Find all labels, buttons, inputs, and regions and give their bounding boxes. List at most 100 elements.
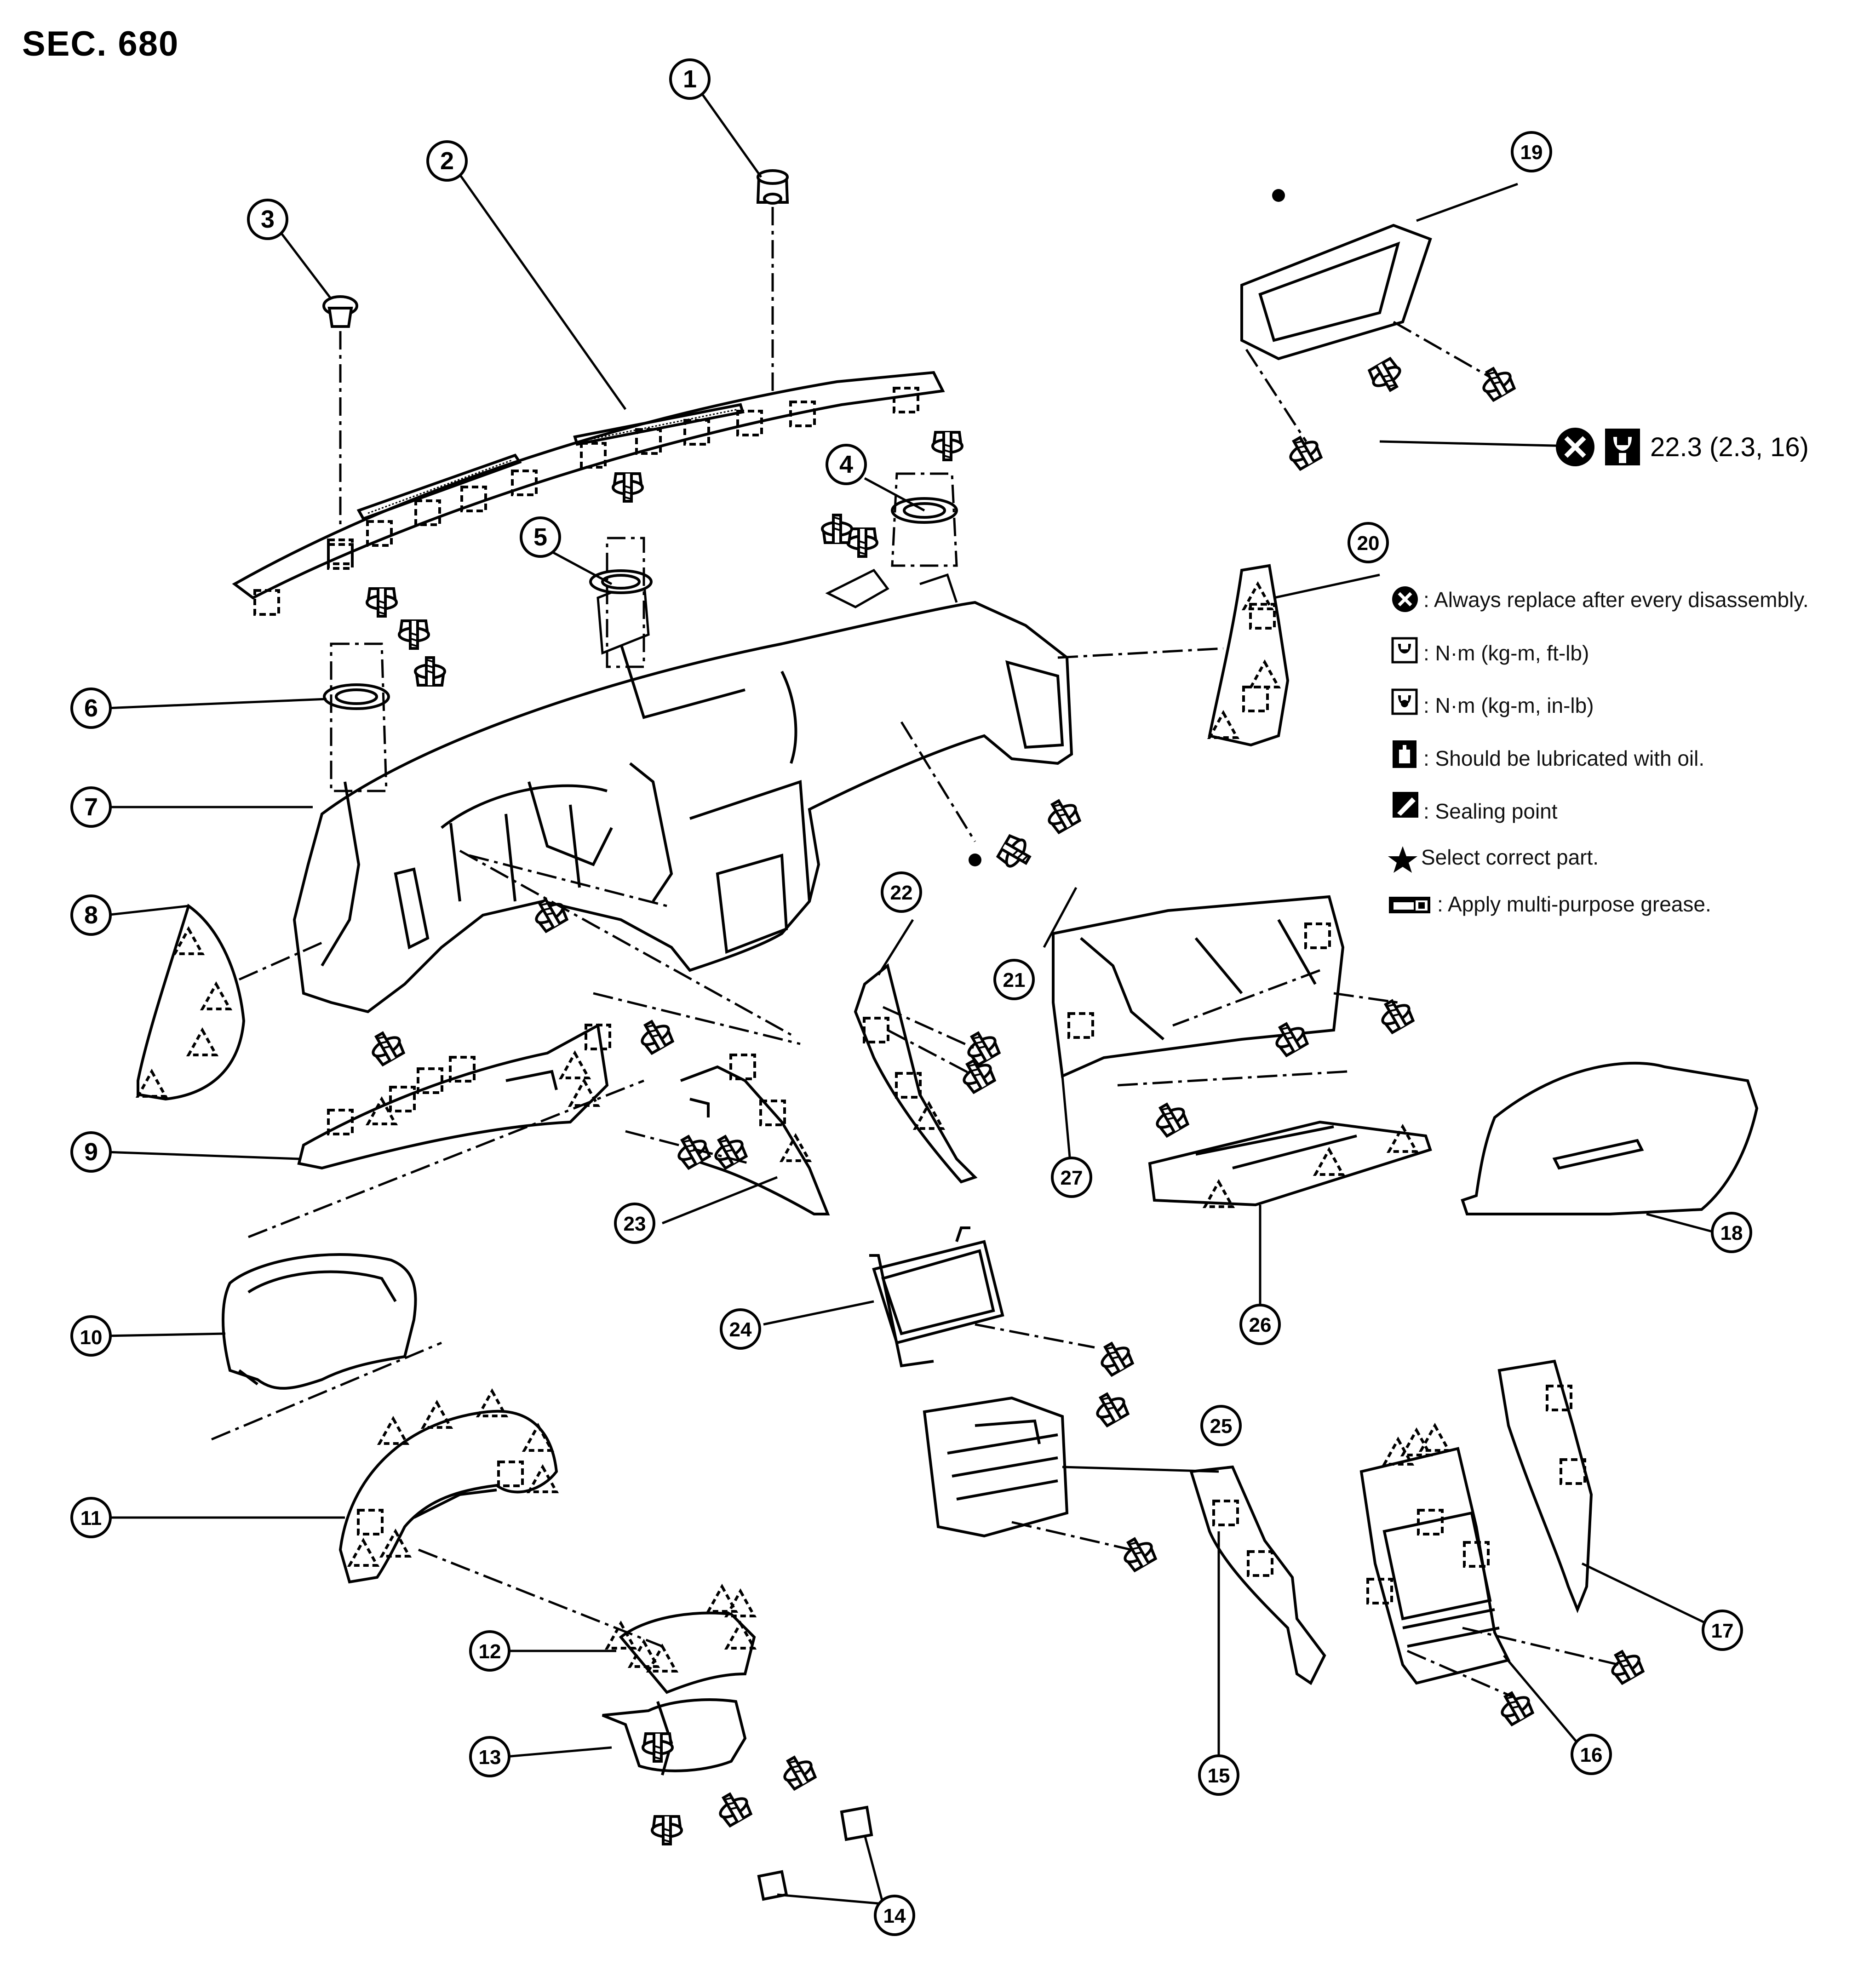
combination-meter (222, 1253, 417, 1390)
svg-text:27: 27 (1061, 1167, 1083, 1189)
column-cover-pawls (607, 1587, 754, 1671)
svg-text:17: 17 (1711, 1620, 1734, 1642)
reference-dot (969, 854, 981, 866)
callout-9: 9 (70, 1131, 112, 1173)
lower-caps (757, 1805, 873, 1901)
callouts: 1 2 3 4 5 6 7 8 9 10 11 12 13 14 15 16 1… (70, 58, 1752, 1936)
svg-text:20: 20 (1357, 532, 1380, 555)
column-screws (643, 1734, 818, 1844)
svg-text:23: 23 (624, 1213, 646, 1235)
svg-text:18: 18 (1720, 1222, 1743, 1244)
callout-4: 4 (826, 444, 867, 485)
callout-20: 20 (1348, 522, 1389, 563)
knee-protector (680, 1065, 830, 1215)
reference-dot (1272, 189, 1285, 202)
louver-20-marks (1210, 584, 1279, 738)
callout-8: 8 (70, 894, 112, 936)
callout-12: 12 (469, 1630, 510, 1672)
pad-clips (255, 388, 918, 614)
legend-torque-ft-lb: : N·m (kg-m, ft-lb) (1423, 641, 1589, 665)
svg-text:15: 15 (1208, 1765, 1230, 1787)
airbag-screws (1284, 357, 1516, 471)
x-circle-icon (1556, 428, 1594, 466)
x-circle-icon (1392, 586, 1418, 612)
svg-text:12: 12 (479, 1640, 501, 1663)
callout-19: 19 (1511, 131, 1552, 172)
speaker-grille-6 (323, 642, 390, 792)
callout-2: 2 (426, 140, 468, 182)
torque-value: 22.3 (2.3, 16) (1650, 432, 1809, 462)
svg-text:19: 19 (1520, 141, 1543, 164)
svg-text:1: 1 (683, 65, 697, 93)
torque-wrench-icon (1605, 429, 1640, 465)
callout-11: 11 (70, 1497, 112, 1538)
svg-text:24: 24 (729, 1318, 752, 1341)
frame-27-marks (997, 795, 1416, 1137)
callout-3: 3 (247, 199, 288, 240)
legend-select-part: Select correct part. (1421, 845, 1599, 869)
upper-screws (367, 432, 962, 685)
callout-leaders (105, 89, 1716, 1905)
svg-text:25: 25 (1210, 1415, 1233, 1438)
audio-screws (1091, 1338, 1158, 1572)
oil-can-icon (1393, 740, 1416, 768)
instrument-panel-body (292, 601, 1073, 1014)
audio-unit (923, 1396, 1069, 1538)
cluster-finisher (338, 1409, 558, 1584)
sealant-icon (1393, 792, 1418, 818)
callout-22: 22 (881, 871, 922, 913)
passenger-air-bag-module (1240, 223, 1432, 361)
callout-15: 15 (1198, 1754, 1239, 1796)
svg-text:11: 11 (80, 1507, 102, 1530)
callout-14: 14 (874, 1895, 915, 1936)
speaker-grille-4 (891, 472, 958, 567)
torque-wrench-icon (1391, 637, 1418, 664)
callout-17: 17 (1702, 1610, 1743, 1651)
legend-grease: : Apply multi-purpose grease. (1437, 892, 1711, 916)
callout-13: 13 (469, 1736, 510, 1777)
torque-spec: 22.3 (2.3, 16) (1556, 428, 1809, 466)
assembly-guide-lines (211, 321, 1619, 1698)
speaker-grille-5 (589, 537, 653, 668)
section-title: SEC. 680 (22, 24, 179, 63)
svg-text:26: 26 (1249, 1314, 1272, 1336)
svg-text:14: 14 (883, 1905, 906, 1927)
svg-text:21: 21 (1003, 969, 1026, 991)
svg-text:13: 13 (479, 1746, 501, 1769)
svg-text:4: 4 (839, 451, 853, 478)
knee-screws (367, 894, 748, 1169)
svg-text:9: 9 (84, 1138, 98, 1166)
glove-box-lid-lower (1148, 1120, 1432, 1207)
svg-text:3: 3 (261, 206, 275, 233)
part-3-cap (322, 295, 358, 328)
callout-27: 27 (1051, 1157, 1092, 1198)
callout-23: 23 (614, 1203, 655, 1244)
star-icon (1388, 846, 1417, 873)
center-cluster-panel (1359, 1447, 1511, 1685)
callout-26: 26 (1239, 1304, 1281, 1345)
callout-21: 21 (993, 959, 1035, 1000)
center-vent-right (1497, 1359, 1593, 1614)
cluster-16-marks (1368, 1426, 1646, 1726)
torque-wrench-filled-icon (1391, 688, 1418, 715)
part-1-cap (756, 169, 789, 205)
callout-1: 1 (669, 58, 711, 100)
legend-sealing-point: : Sealing point (1423, 799, 1558, 823)
svg-text:7: 7 (84, 793, 98, 821)
callout-16: 16 (1571, 1734, 1612, 1775)
callout-24: 24 (720, 1308, 761, 1350)
callout-18: 18 (1711, 1212, 1752, 1253)
callout-10: 10 (70, 1315, 112, 1357)
panel-mount-brackets (596, 568, 958, 655)
svg-text:10: 10 (80, 1326, 103, 1349)
svg-text:8: 8 (84, 901, 98, 929)
display-unit (869, 1226, 1004, 1368)
glove-box (1461, 1061, 1759, 1215)
svg-text:22: 22 (890, 882, 913, 904)
finisher-8-pawls (138, 929, 230, 1096)
svg-text:6: 6 (84, 694, 98, 722)
svg-text:2: 2 (440, 147, 454, 175)
legend-lubricate-oil: : Should be lubricated with oil. (1423, 746, 1704, 770)
center-bracket (854, 963, 978, 1184)
